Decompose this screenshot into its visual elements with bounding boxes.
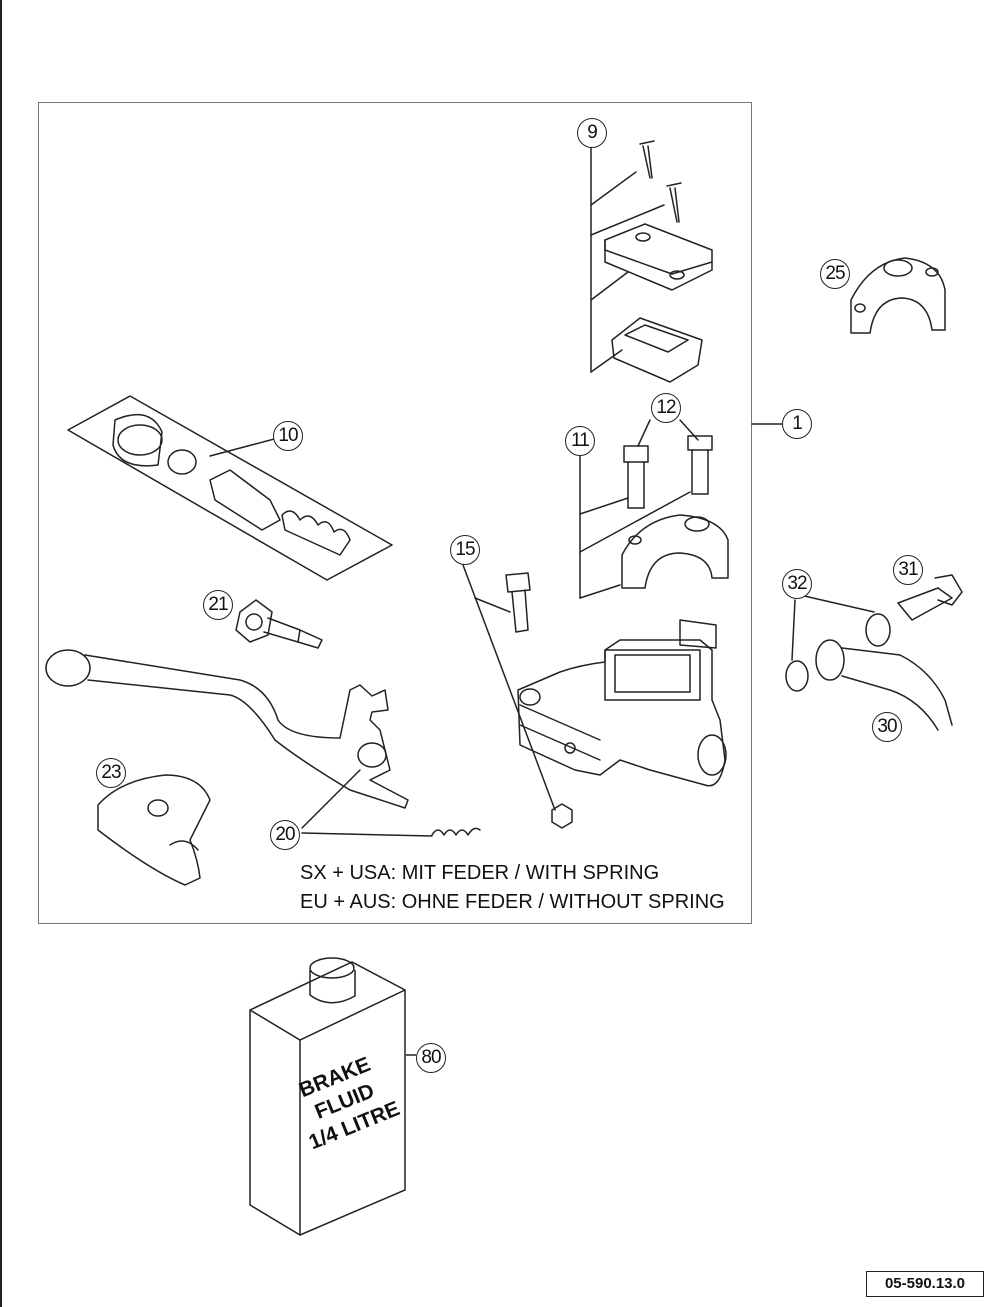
callout-11: 11 — [565, 426, 595, 456]
part-20-hand-lever — [45, 649, 481, 837]
callout-1: 1 — [782, 409, 812, 439]
callout-30: 30 — [872, 712, 902, 742]
part-15-pivot-bolt — [462, 564, 573, 829]
callout-23: 23 — [96, 758, 126, 788]
callout-12: 12 — [651, 393, 681, 423]
spring-note-sx-usa: SX + USA: MIT FEDER / WITH SPRING — [300, 862, 660, 884]
part-9-reservoir-cover — [590, 140, 713, 383]
part-30-31-32-hose-fittings — [785, 574, 963, 731]
callout-10: 10 — [273, 421, 303, 451]
assembly-frame — [38, 102, 752, 924]
part-11-12-bolts-clamp — [579, 419, 729, 599]
can-label-text: BRAKE FLUID 1/4 LITRE — [296, 1053, 403, 1154]
callout-80: 80 — [416, 1043, 446, 1073]
left-border-rule — [0, 0, 2, 1307]
callout-21: 21 — [203, 590, 233, 620]
callout-9: 9 — [577, 118, 607, 148]
drawing-code-label: 05-590.13.0 — [866, 1271, 984, 1297]
part-21-adjuster — [235, 599, 323, 649]
part-23-lever-protector — [97, 774, 211, 886]
spring-note-eu-aus: EU + AUS: OHNE FEDER / WITHOUT SPRING — [300, 891, 725, 913]
part-1-master-cylinder-body — [517, 619, 727, 787]
callout-15: 15 — [450, 535, 480, 565]
callout-20: 20 — [270, 820, 300, 850]
callout-31: 31 — [893, 555, 923, 585]
part-80-brake-fluid-can — [249, 957, 416, 1236]
callout-25: 25 — [820, 259, 850, 289]
part-10-piston-kit — [67, 395, 393, 581]
part-25-clamp — [850, 257, 946, 334]
callout-32: 32 — [782, 569, 812, 599]
